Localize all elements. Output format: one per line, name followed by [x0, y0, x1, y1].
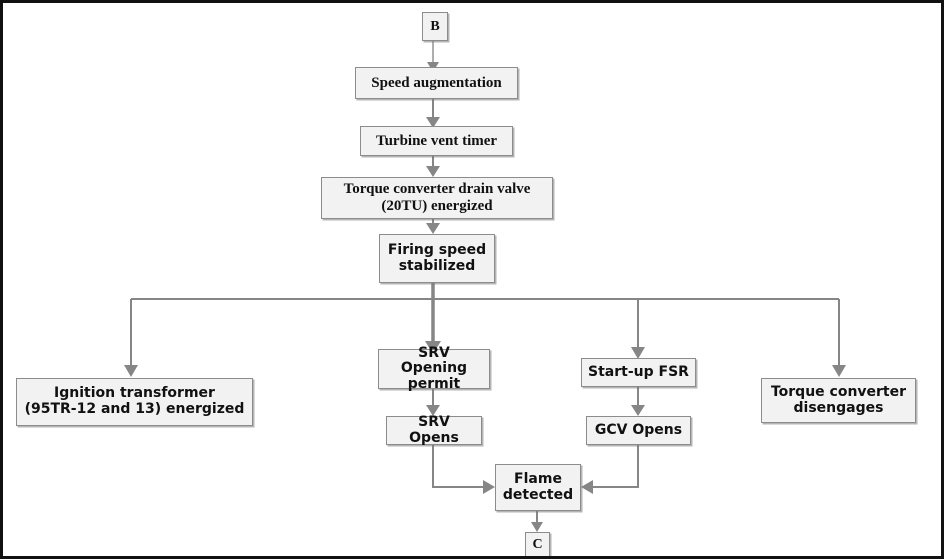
node-label: SRV Opens: [409, 413, 459, 446]
node-label-line1: Torque converter: [770, 383, 907, 400]
node-label: B: [430, 18, 440, 34]
arrowhead-flame-detected-to-c: [531, 522, 543, 532]
node-label-line2: permit: [407, 375, 461, 392]
arrowhead-vent-timer-to-drain-valve: [426, 166, 440, 177]
node-label-line2: disengages: [793, 399, 884, 416]
node-label-line1: Ignition transformer: [54, 385, 215, 402]
edge-gcv-opens-to-flame-detected: [592, 444, 639, 488]
node-label-line1: Flame: [514, 470, 562, 487]
node-label-line1: Firing speed: [387, 241, 487, 258]
node-label: GCV Opens: [594, 421, 683, 438]
node-startup-fsr[interactable]: Start-up FSR: [581, 358, 696, 387]
node-label-line2: detected: [502, 486, 574, 503]
node-torque-converter-disengages[interactable]: Torque converter disengages: [761, 378, 916, 423]
node-srv-opens[interactable]: SRV Opens: [386, 413, 482, 446]
flowchart-inner: B Speed augmentation Turbine vent timer …: [3, 3, 941, 556]
arrowhead-srv-opens-to-flame-detected: [483, 480, 495, 494]
node-label: Speed augmentation: [371, 74, 502, 91]
node-firing-speed-stabilized[interactable]: Firing speed stabilized: [379, 234, 495, 283]
node-flame-detected[interactable]: Flame detected: [495, 464, 581, 511]
node-label: Start-up FSR: [588, 363, 689, 380]
node-start-connector-b[interactable]: B: [422, 12, 448, 41]
node-srv-opening-permit[interactable]: SRV Opening permit: [378, 344, 490, 392]
arrowhead-drain-valve-to-firing-speed: [426, 223, 440, 234]
node-label-line2: (20TU) energized: [381, 198, 493, 214]
arrowhead-bus-to-torque-disengages: [832, 365, 846, 377]
node-label: C: [532, 537, 543, 553]
node-speed-augmentation[interactable]: Speed augmentation: [355, 67, 518, 99]
node-label-line2: stabilized: [398, 257, 476, 274]
node-end-connector-c[interactable]: C: [525, 532, 550, 556]
node-gcv-opens[interactable]: GCV Opens: [586, 416, 691, 445]
node-turbine-vent-timer[interactable]: Turbine vent timer: [360, 126, 513, 156]
node-label: Turbine vent timer: [375, 132, 498, 149]
arrowhead-bus-to-ignition-transformer: [124, 365, 138, 377]
node-torque-converter-drain-valve[interactable]: Torque converter drain valve (20TU) ener…: [321, 177, 553, 219]
node-label-line2: (95TR-12 and 13) energized: [24, 401, 245, 417]
edge-srv-opens-to-flame-detected: [432, 444, 484, 488]
arrowhead-startup-fsr-to-gcv-opens: [631, 405, 645, 416]
node-label-line1: SRV Opening: [400, 344, 468, 377]
node-label-line1: Torque converter drain valve: [343, 181, 531, 198]
node-ignition-transformer[interactable]: Ignition transformer (95TR-12 and 13) en…: [16, 378, 253, 426]
arrowhead-gcv-opens-to-flame-detected: [581, 480, 593, 494]
